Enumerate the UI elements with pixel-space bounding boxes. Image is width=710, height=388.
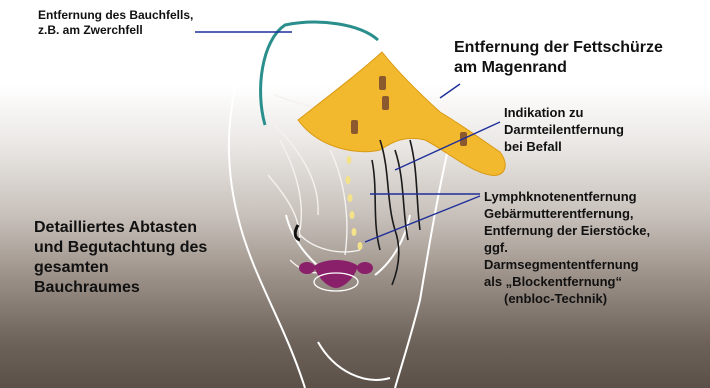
label-bowel-resection: Indikation zu Darmteilentfernung bei Bef… <box>504 104 624 155</box>
label-abdominal-exploration: Detailliertes Abtasten und Begutachtung … <box>34 218 207 298</box>
label-line: Indikation zu <box>504 104 624 121</box>
label-lymph-node-removal: Lymphknotenentfernung Gebärmutterentfern… <box>484 188 650 307</box>
label-line: Entfernung des Bauchfells, <box>38 8 193 23</box>
label-line: Bauchraumes <box>34 278 207 298</box>
label-line: z.B. am Zwerchfell <box>38 23 193 38</box>
label-line: Gebärmutterentfernung, <box>484 205 650 222</box>
label-line: gesamten <box>34 258 207 278</box>
label-line: am Magenrand <box>454 58 663 78</box>
label-line: als „Blockentfernung“ <box>484 273 650 290</box>
label-line: und Begutachtung des <box>34 238 207 258</box>
label-line: Entfernung der Fettschürze <box>454 38 663 58</box>
label-line: Darmsegmententfernung <box>484 256 650 273</box>
label-line: Entfernung der Eierstöcke, <box>484 222 650 239</box>
label-omentum-removal: Entfernung der Fettschürze am Magenrand <box>454 38 663 78</box>
label-line: bei Befall <box>504 138 624 155</box>
body-outline <box>229 30 455 388</box>
label-line: (enbloc-Technik) <box>484 290 650 307</box>
label-line: ggf. <box>484 239 650 256</box>
lymph-nodes <box>346 156 363 250</box>
uterus <box>299 260 373 291</box>
label-line: Detailliertes Abtasten <box>34 218 207 238</box>
label-line: Darmteilentfernung <box>504 121 624 138</box>
label-peritoneum-removal: Entfernung des Bauchfells, z.B. am Zwerc… <box>38 8 193 38</box>
label-line: Lymphknotenentfernung <box>484 188 650 205</box>
